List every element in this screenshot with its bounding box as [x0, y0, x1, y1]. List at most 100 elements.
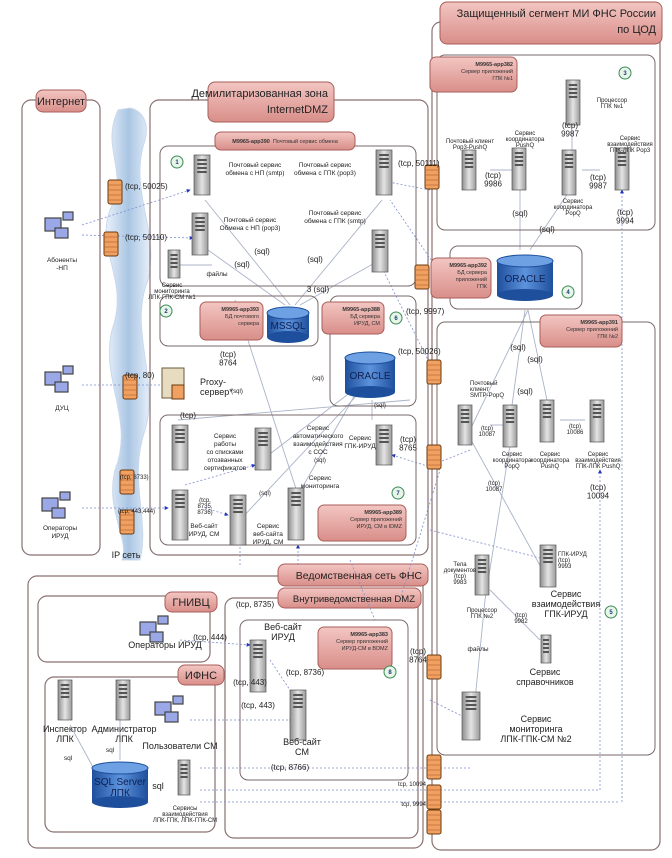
firewall-icon [426, 784, 442, 810]
zone-title-vdmz: Внутриведомственная DMZ [293, 594, 415, 605]
port-label-line: 8735, [197, 504, 212, 510]
firewall-icon [426, 359, 442, 385]
server-icon [461, 149, 477, 191]
server-slot [564, 166, 574, 168]
port-label-p50025: (tcp, 50025) [125, 182, 168, 191]
zone-internet [21, 99, 101, 556]
server-slot [514, 152, 524, 154]
server-icon [565, 79, 581, 126]
server-icon [171, 424, 189, 471]
port-label-p8764a: (tcp)8764 [219, 350, 237, 368]
server-slot [195, 217, 205, 219]
server-slot [564, 158, 574, 160]
server-slot [291, 504, 301, 506]
app-server-label-bg-app388 [321, 301, 385, 335]
server-slot [543, 557, 553, 559]
node-label-lpk_pop3-line: взаимодействия [607, 141, 653, 148]
database-label-oracle_gpk: ORACLE [504, 274, 545, 285]
server-body [171, 489, 189, 541]
server-slot [592, 416, 602, 418]
server-slot [505, 409, 515, 411]
firewall-icon [426, 809, 442, 835]
connection-line [509, 309, 526, 421]
server-slot [175, 433, 185, 435]
server-icon [539, 544, 557, 588]
server-slot [542, 404, 552, 406]
monitor [62, 211, 74, 221]
node-label-website_irud_cm-line: Веб-сайт [190, 522, 217, 530]
zone-label-bg-ved [277, 563, 429, 587]
database-top [91, 761, 149, 775]
connection-line [177, 399, 411, 421]
server-slot [180, 764, 188, 766]
server-slot [253, 652, 263, 654]
node-label-dictionaries-line: Сервис [530, 667, 561, 677]
connection-line [294, 199, 383, 306]
firewall-body [107, 179, 123, 205]
node-label-dictionaries-line: справочников [516, 677, 574, 687]
node-label-mail_np_pop3-line: Почтовый сервис [224, 216, 277, 224]
zone-number-badge [391, 486, 405, 500]
server-slot [514, 156, 524, 158]
database-label-sqlserver_lpk-line: ЛПК [110, 788, 130, 799]
zone-label-bg-vdmz [277, 587, 422, 609]
database-top [266, 306, 310, 320]
app-server-label-bg-app383 [317, 626, 393, 670]
server-slot [253, 644, 263, 646]
server-slot [195, 225, 205, 227]
server-slot [291, 500, 301, 502]
data-flow-line [349, 559, 376, 621]
node-label-website_irud-line: Веб-сайт [264, 622, 302, 632]
server-slot [195, 221, 205, 223]
app-server-id: M9965-app389 [364, 510, 402, 516]
node-label-smtp_popq-line: клиент [470, 387, 489, 393]
data-flow-line [204, 507, 229, 516]
server-slot [293, 706, 303, 708]
firewall-icon [424, 164, 440, 190]
node-label-abonenty-line: -НП [56, 265, 68, 272]
server-slot [568, 96, 578, 98]
port-label-p9997: (tcp, 9997) [406, 307, 445, 316]
node-label-files2: файлы [467, 645, 488, 653]
zone-title-ved-line: Ведомственная сеть ФНС [296, 570, 423, 582]
node-label-doc_bodies-line: документов [444, 568, 476, 574]
node-label-mail_np_smtp-line: Почтовый сервис [229, 161, 282, 169]
port-label-sql5: (sql) [231, 389, 243, 395]
server-slot [170, 258, 178, 260]
port-label-line: 10086 [567, 430, 584, 436]
server-slot [543, 647, 549, 649]
port-label-line: 8764 [219, 359, 237, 368]
port-label-p444: (tcp, 444) [193, 633, 227, 642]
zone-title-vdmz-line: Внутриведомственная DMZ [293, 594, 415, 605]
server-body [229, 494, 247, 546]
port-label-p8735: (tcp, 8735) [236, 600, 275, 609]
sqlserver-lpk-database-icon [91, 761, 149, 808]
server-icon [167, 249, 181, 279]
zone-number-badge [604, 605, 618, 619]
firewall-body [119, 469, 135, 495]
server-icon [375, 149, 393, 196]
app-server-desc: БД сервера [457, 270, 488, 276]
operators-pc-icon [41, 491, 71, 519]
zone-number-badge [170, 155, 184, 169]
server-slot [291, 496, 301, 498]
database-top [496, 254, 554, 268]
server-slot [542, 416, 552, 418]
firewall-body [119, 509, 135, 535]
node-label-ip_net-line: IP сеть [112, 550, 141, 560]
port-label-p10094b: tcp, 10094 [398, 782, 427, 788]
port-label-line: (tcp) [515, 613, 527, 619]
node-label-gpk_irud_svc-line: ГПК-ИРУД [544, 609, 587, 619]
node-label-coord_popq2-line: координатора [493, 458, 532, 464]
